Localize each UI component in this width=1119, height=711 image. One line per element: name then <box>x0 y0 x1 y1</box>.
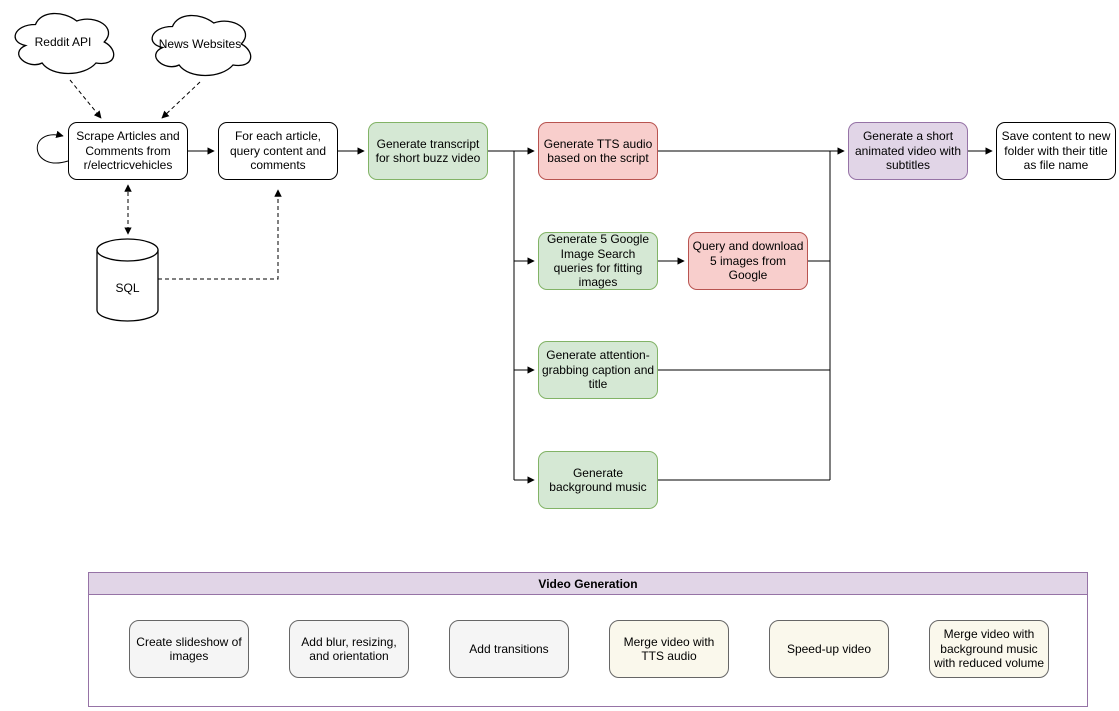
database-cylinder <box>96 250 159 322</box>
node-save-content: Save content to new folder with their ti… <box>996 122 1116 180</box>
step-merge-background-music: Merge video with background music with r… <box>929 620 1049 678</box>
cloud-news-websites: News Websites <box>145 9 255 79</box>
node-generate-tts-audio: Generate TTS audio based on the script <box>538 122 658 180</box>
node-label: For each article, query content and comm… <box>229 129 327 173</box>
step-label: Speed-up video <box>786 641 872 656</box>
node-generate-animated-video: Generate a short animated video with sub… <box>848 122 968 180</box>
node-scrape-articles: Scrape Articles and Comments from r/elec… <box>68 122 188 180</box>
video-generation-group: Video Generation Create slideshow of ima… <box>88 572 1088 707</box>
step-label: Create slideshow of images <box>136 634 242 663</box>
database-sql: SQL <box>97 255 158 321</box>
node-label: Save content to new folder with their ti… <box>1001 129 1111 173</box>
cloud-reddit-api: Reddit API <box>8 7 118 77</box>
node-label: Generate attention-grabbing caption and … <box>541 348 655 392</box>
step-merge-tts-audio: Merge video with TTS audio <box>609 620 729 678</box>
step-label: Add transitions <box>469 641 549 656</box>
node-label: Generate a short animated video with sub… <box>854 129 962 173</box>
node-label: Scrape Articles and Comments from r/elec… <box>76 129 180 173</box>
node-label: Generate TTS audio based on the script <box>543 136 653 165</box>
step-label: Add blur, resizing, and orientation <box>301 634 397 663</box>
node-generate-transcript: Generate transcript for short buzz video <box>368 122 488 180</box>
connector-sql-to-foreach <box>158 189 282 280</box>
cloud-shape-news-websites <box>151 14 252 77</box>
node-generate-background-music: Generate background music <box>538 451 658 509</box>
node-label: Query and download 5 images from Google <box>692 239 804 283</box>
step-speed-up-video: Speed-up video <box>769 620 889 678</box>
node-generate-image-queries: Generate 5 Google Image Search queries f… <box>538 232 658 290</box>
step-label: Merge video with TTS audio <box>623 634 715 663</box>
group-title: Video Generation <box>538 576 638 591</box>
database-label: SQL <box>115 280 140 295</box>
node-label: Generate 5 Google Image Search queries f… <box>546 232 650 290</box>
step-label: Merge video with background music with r… <box>933 627 1045 671</box>
connector-reddit-to-scrape <box>69 79 102 119</box>
cloud-label: News Websites <box>158 36 242 51</box>
cloud-shape-reddit-api <box>14 12 115 75</box>
step-add-blur-resizing: Add blur, resizing, and orientation <box>289 620 409 678</box>
cloud-label: Reddit API <box>34 34 92 49</box>
connector-news-to-scrape <box>161 81 201 119</box>
database-cylinder-top <box>96 238 159 262</box>
node-label: Generate background music <box>549 465 647 494</box>
connector-scrape-self-loop <box>36 130 69 164</box>
step-create-slideshow: Create slideshow of images <box>129 620 249 678</box>
video-generation-header: Video Generation <box>89 573 1087 595</box>
node-label: Generate transcript for short buzz video <box>375 136 481 165</box>
node-for-each-article: For each article, query content and comm… <box>218 122 338 180</box>
node-download-images: Query and download 5 images from Google <box>688 232 808 290</box>
step-add-transitions: Add transitions <box>449 620 569 678</box>
node-generate-caption-title: Generate attention-grabbing caption and … <box>538 341 658 399</box>
